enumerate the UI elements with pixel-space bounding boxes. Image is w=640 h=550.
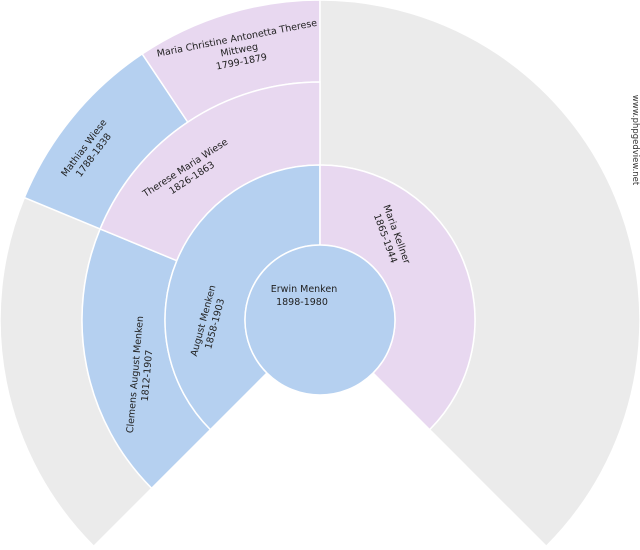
root-dates: 1898-1980	[276, 297, 328, 308]
paternal-grandfather-dates: 1812-1907	[140, 349, 155, 402]
watermark-text: www.phpgedview.net	[630, 95, 640, 186]
root-name: Erwin Menken	[271, 284, 337, 295]
root-label: Erwin Menken 1898-1980	[271, 284, 337, 308]
root-person-circle[interactable]	[244, 244, 396, 396]
